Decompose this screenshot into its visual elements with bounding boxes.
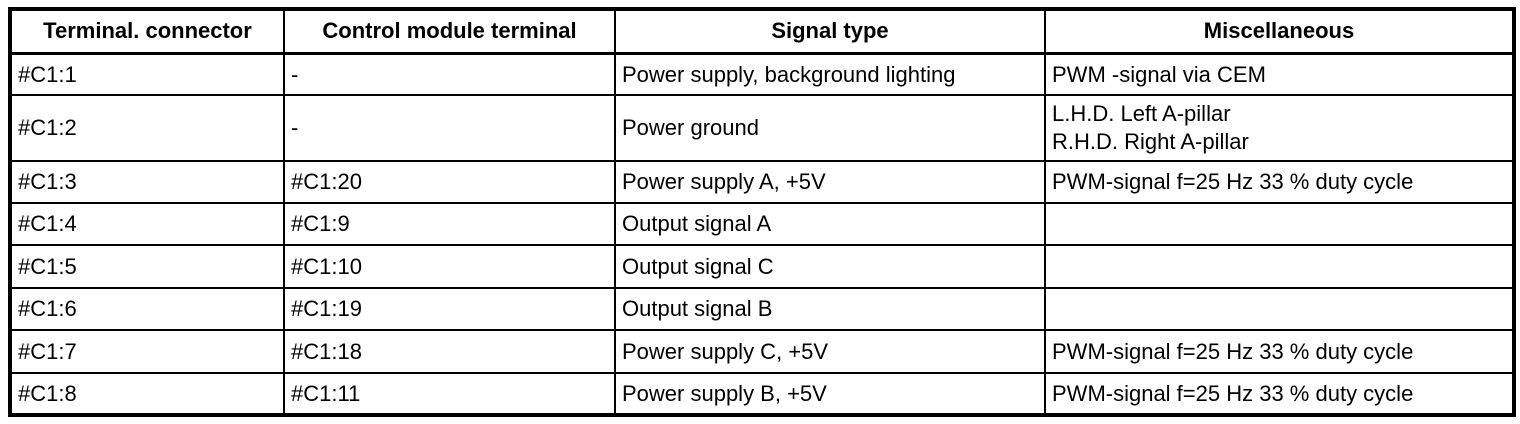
cell-terminal-connector: #C1:8 <box>9 371 285 416</box>
table-body: #C1:1 - Power supply, background lightin… <box>9 51 1515 416</box>
cell-control-module-terminal: #C1:11 <box>283 371 616 416</box>
column-header-signal-type: Signal type <box>614 8 1046 55</box>
cell-terminal-connector: #C1:5 <box>9 244 285 289</box>
table-header: Terminal. connector Control module termi… <box>9 8 1515 55</box>
cell-control-module-terminal: - <box>283 94 616 162</box>
cell-signal-type: Power supply C, +5V <box>614 329 1046 374</box>
cell-terminal-connector: #C1:2 <box>9 94 285 162</box>
cell-signal-type: Power supply B, +5V <box>614 371 1046 416</box>
cell-terminal-connector: #C1:4 <box>9 201 285 247</box>
cell-miscellaneous <box>1044 201 1515 247</box>
cell-miscellaneous: PWM-signal f=25 Hz 33 % duty cycle <box>1044 159 1515 204</box>
cell-miscellaneous: PWM-signal f=25 Hz 33 % duty cycle <box>1044 329 1515 374</box>
cell-terminal-connector: #C1:3 <box>9 159 285 204</box>
cell-control-module-terminal: #C1:18 <box>283 329 616 374</box>
table-row: #C1:3 #C1:20 Power supply A, +5V PWM-sig… <box>9 159 1515 204</box>
cell-control-module-terminal: #C1:19 <box>283 286 616 332</box>
cell-control-module-terminal: #C1:20 <box>283 159 616 204</box>
table-row: #C1:7 #C1:18 Power supply C, +5V PWM-sig… <box>9 329 1515 374</box>
terminal-pinout-table: Terminal. connector Control module termi… <box>8 7 1516 417</box>
column-header-terminal-connector: Terminal. connector <box>9 8 285 55</box>
cell-signal-type: Output signal B <box>614 286 1046 332</box>
table-row: #C1:8 #C1:11 Power supply B, +5V PWM-sig… <box>9 371 1515 416</box>
cell-terminal-connector: #C1:7 <box>9 329 285 374</box>
cell-control-module-terminal: - <box>283 51 616 97</box>
cell-control-module-terminal: #C1:9 <box>283 201 616 247</box>
cell-terminal-connector: #C1:6 <box>9 286 285 332</box>
cell-signal-type: Power supply A, +5V <box>614 159 1046 204</box>
cell-miscellaneous: PWM -signal via CEM <box>1044 51 1515 97</box>
table-row: #C1:6 #C1:19 Output signal B <box>9 286 1515 332</box>
cell-miscellaneous <box>1044 286 1515 332</box>
column-header-control-module-terminal: Control module terminal <box>283 8 616 55</box>
cell-signal-type: Power ground <box>614 94 1046 162</box>
cell-miscellaneous <box>1044 244 1515 289</box>
cell-signal-type: Output signal A <box>614 201 1046 247</box>
table-row: #C1:2 - Power ground L.H.D. Left A-pilla… <box>9 94 1515 162</box>
table-row: #C1:4 #C1:9 Output signal A <box>9 201 1515 247</box>
table-row: #C1:1 - Power supply, background lightin… <box>9 51 1515 97</box>
cell-terminal-connector: #C1:1 <box>9 51 285 97</box>
cell-miscellaneous: L.H.D. Left A-pillar R.H.D. Right A-pill… <box>1044 94 1515 162</box>
cell-signal-type: Power supply, background lighting <box>614 51 1046 97</box>
cell-miscellaneous: PWM-signal f=25 Hz 33 % duty cycle <box>1044 371 1515 416</box>
table-row: #C1:5 #C1:10 Output signal C <box>9 244 1515 289</box>
cell-signal-type: Output signal C <box>614 244 1046 289</box>
cell-control-module-terminal: #C1:10 <box>283 244 616 289</box>
header-row: Terminal. connector Control module termi… <box>9 8 1515 55</box>
column-header-miscellaneous: Miscellaneous <box>1044 8 1515 55</box>
